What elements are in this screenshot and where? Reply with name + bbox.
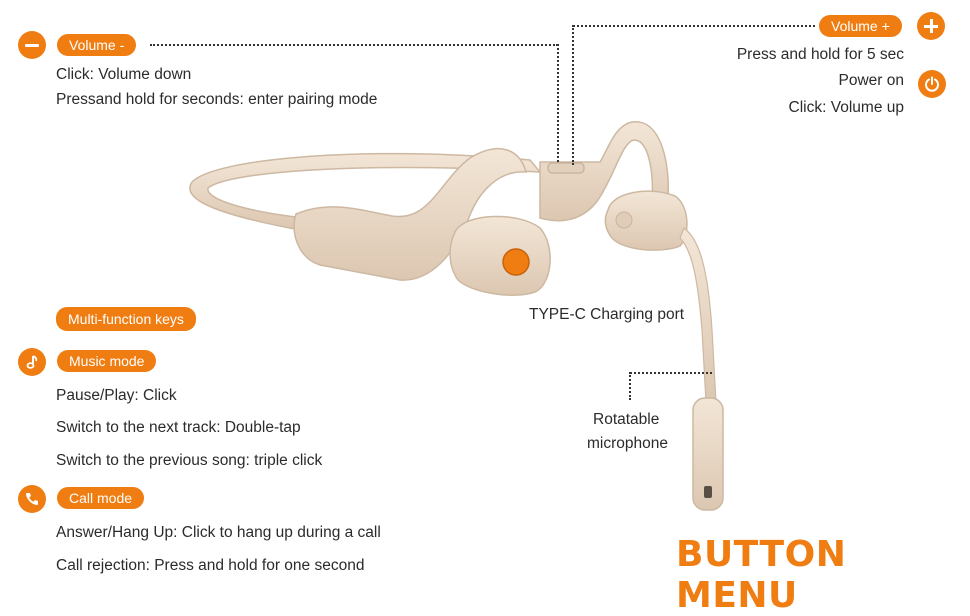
music-line-1: Pause/Play: Click [56, 387, 177, 404]
left-ear-pod [449, 215, 551, 296]
volume-down-line-2: Pressand hold for seconds: enter pairing… [56, 91, 378, 108]
power-icon [918, 70, 946, 98]
volume-down-label: Volume - [57, 34, 137, 56]
mic-boom [679, 227, 717, 403]
plus-icon [917, 12, 945, 40]
microphone-leader [630, 372, 712, 374]
volume-up-leader [573, 25, 815, 27]
right-ear-hook [539, 121, 669, 222]
volume-up-label: Volume + [819, 15, 902, 37]
music-line-3: Switch to the previous song: triple clic… [56, 452, 323, 469]
volume-down-leader [150, 44, 558, 46]
volume-up-line-1: Press and hold for 5 sec [736, 46, 904, 63]
right-ear-pod [604, 190, 688, 251]
volume-down-line-1: Click: Volume down [56, 66, 192, 83]
headset-illustration [189, 121, 724, 511]
music-line-2: Switch to the next track: Double-tap [56, 419, 301, 436]
volume-up-line-3: Click: Volume up [788, 99, 904, 116]
music-mode-label: Music mode [57, 350, 157, 372]
left-rear-housing [293, 147, 528, 281]
volume-rocker [547, 162, 585, 174]
button-menu-title: BUTTON MENU [676, 534, 847, 616]
volume-up-line-2: Power on [838, 72, 904, 89]
minus-icon [18, 31, 46, 59]
multi-function-button [502, 248, 530, 276]
microphone-line-2: microphone [587, 435, 668, 452]
microphone-line-1: Rotatable [593, 411, 660, 428]
call-line-1: Answer/Hang Up: Click to hang up during … [56, 524, 381, 541]
call-line-2: Call rejection: Press and hold for one s… [56, 557, 365, 574]
call-mode-label: Call mode [57, 487, 145, 509]
phone-icon [18, 485, 46, 513]
music-note-icon [18, 348, 46, 376]
charging-port-label: TYPE-C Charging port [529, 306, 685, 323]
mic-tip [692, 397, 724, 511]
multi-function-label: Multi-function keys [56, 307, 196, 331]
